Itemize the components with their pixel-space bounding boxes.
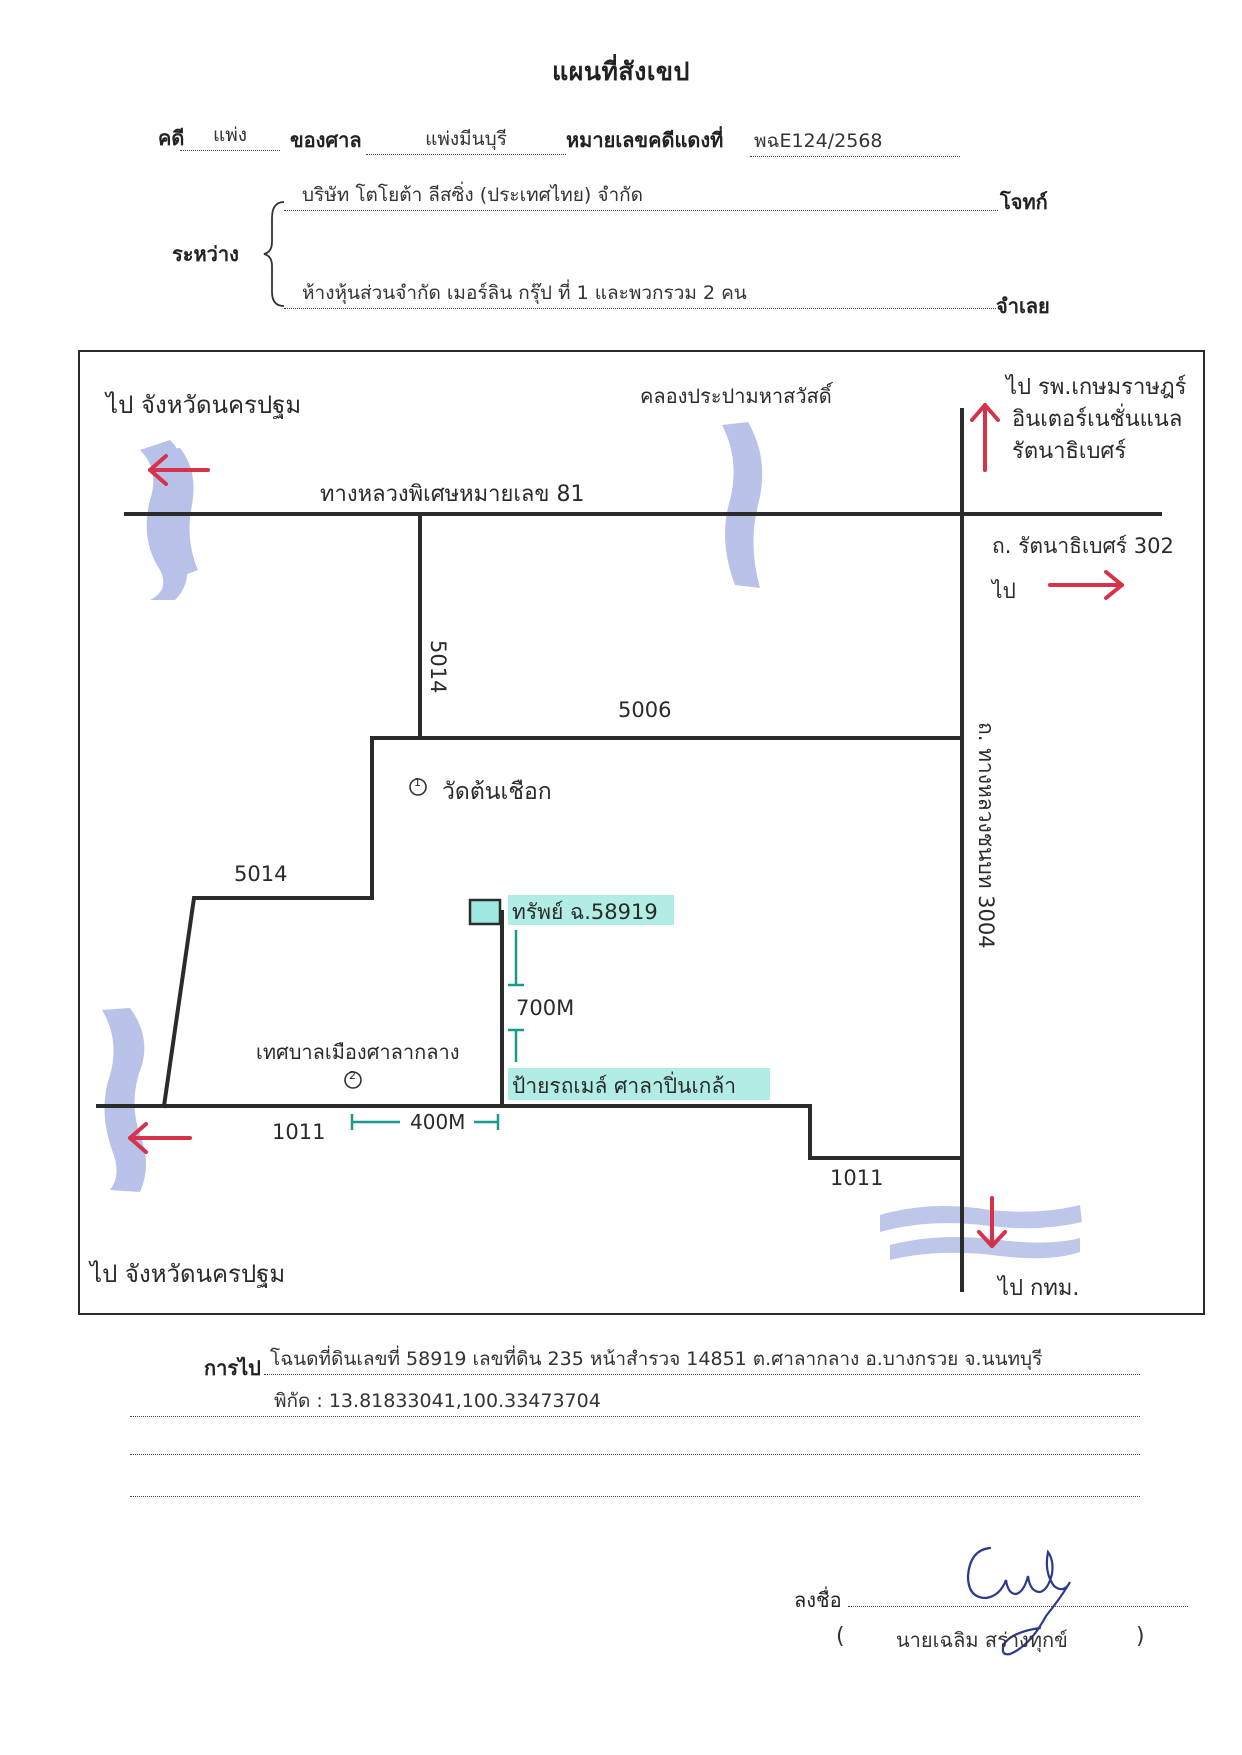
red-number-label: หมายเลขคดีแดงที่ xyxy=(566,128,724,152)
arrow-right-icon xyxy=(1048,570,1124,600)
sign-label: ลงชื่อ xyxy=(794,1588,842,1612)
junction-highlight xyxy=(508,1068,770,1100)
page-title: แผนที่สังเขป xyxy=(552,57,690,86)
arrow-left-top-icon xyxy=(148,454,210,486)
top-right-dest-line-2: อินเตอร์เนชั่นแนล xyxy=(1012,407,1183,432)
school-marker-number: 2 xyxy=(349,1069,356,1082)
defendant-role: จำเลย xyxy=(996,294,1050,318)
road-5006-label: 5006 xyxy=(618,698,672,722)
signer-name: นายเฉลิม สร่างทุกข์ xyxy=(896,1628,1068,1652)
road-1011-right-label: 1011 xyxy=(830,1166,884,1190)
signature-line xyxy=(848,1582,1188,1607)
brace-icon xyxy=(263,201,285,307)
directions-line-1: โฉนดที่ดินเลขที่ 58919 เลขที่ดิน 235 หน้… xyxy=(264,1344,1140,1375)
directions-label: การไป xyxy=(204,1356,261,1380)
case-type-field: แพ่ง xyxy=(180,120,280,151)
distance-horizontal-label: 400M xyxy=(410,1110,466,1134)
road-right-side-label: ถ. รัตนาธิเบศร์ 302 xyxy=(992,534,1174,558)
handwritten-signature xyxy=(966,1546,1071,1656)
road-5014-left xyxy=(161,736,374,1109)
direction-arrows xyxy=(128,403,1124,1248)
arrow-down-icon xyxy=(977,1196,1007,1248)
distance-horizontal-marker xyxy=(350,1114,500,1130)
directions-blank-line-1 xyxy=(130,1430,1140,1455)
road-1011 xyxy=(96,1104,964,1160)
canal-top-left xyxy=(140,440,198,600)
top-left-destination: ไป จังหวัดนครปฐม xyxy=(106,391,302,419)
signer-close-paren: ) xyxy=(1136,1624,1145,1649)
between-label: ระหว่าง xyxy=(172,242,239,266)
court-name-field: แพ่งมีนบุรี xyxy=(366,124,566,155)
junction-label: ป้ายรถเมล์ ศาลาปิ่นเกล้า xyxy=(512,1074,737,1098)
roads xyxy=(96,408,1162,1292)
arrow-up-right-icon xyxy=(970,403,1000,472)
road-5014-left-label: 5014 xyxy=(234,862,288,886)
road-5014-vertical-label: 5014 xyxy=(426,640,450,694)
defendant-name-field: ห้างหุ้นส่วนจำกัด เมอร์ลิน กรุ๊ป ที่ 1 แ… xyxy=(284,278,996,309)
road-top-highway-label: ทางหลวงพิเศษหมายเลข 81 xyxy=(320,482,585,507)
plaintiff-name-field: บริษัท โตโยต้า ลีสซิ่ง (ประเทศไทย) จำกัด xyxy=(284,180,998,211)
landmark-school: เทศบาลเมืองศาลากลาง xyxy=(256,1040,460,1064)
right-go-label: ไป xyxy=(992,579,1016,603)
top-right-destination: ไป รพ.เกษมราษฎร์ อินเตอร์เนชั่นแนล รัตนา… xyxy=(1006,372,1186,468)
property-marker xyxy=(468,898,502,926)
road-right-vertical-label: ถ. ทางหลวงชนบท 3004 xyxy=(974,722,998,949)
signer-open-paren: ( xyxy=(836,1624,845,1649)
case-label: คดี xyxy=(158,126,185,150)
canal-top-label: คลองประปามหาสวัสดิ์ xyxy=(640,384,832,408)
directions-line-2: พิกัด : 13.81833041,100.33473704 xyxy=(130,1386,1140,1417)
property-label: ทรัพย์ ฉ.58919 xyxy=(512,900,658,924)
landmark-temple: วัดต้นเชือก xyxy=(442,779,552,805)
temple-marker-number: 1 xyxy=(414,776,421,789)
temple-marker-circle xyxy=(409,778,427,796)
court-label: ของศาล xyxy=(290,128,362,152)
top-right-dest-line-3: รัตนาธิเบศร์ xyxy=(1012,439,1127,464)
distance-vertical-marker xyxy=(508,930,524,1062)
map-frame xyxy=(78,350,1205,1315)
arrow-left-bottom-icon xyxy=(128,1122,192,1154)
bottom-right-destination: ไป กทม. xyxy=(998,1276,1080,1301)
red-number-field: พฉE124/2568 xyxy=(750,126,960,157)
property-highlight xyxy=(508,895,674,925)
top-right-dest-line-1: ไป รพ.เกษมราษฎร์ xyxy=(1006,375,1187,400)
plaintiff-role: โจทก์ xyxy=(1000,190,1048,214)
bottom-left-destination: ไป จังหวัดนครปฐม xyxy=(90,1260,286,1288)
canal-bottom-right xyxy=(880,1205,1082,1260)
distance-vertical-label: 700M xyxy=(516,996,575,1020)
road-1011-left-label: 1011 xyxy=(272,1120,326,1144)
canal-top-middle xyxy=(722,422,763,588)
canal-bottom-left xyxy=(102,1008,146,1192)
directions-blank-line-2 xyxy=(130,1472,1140,1497)
school-marker-circle xyxy=(344,1071,362,1089)
